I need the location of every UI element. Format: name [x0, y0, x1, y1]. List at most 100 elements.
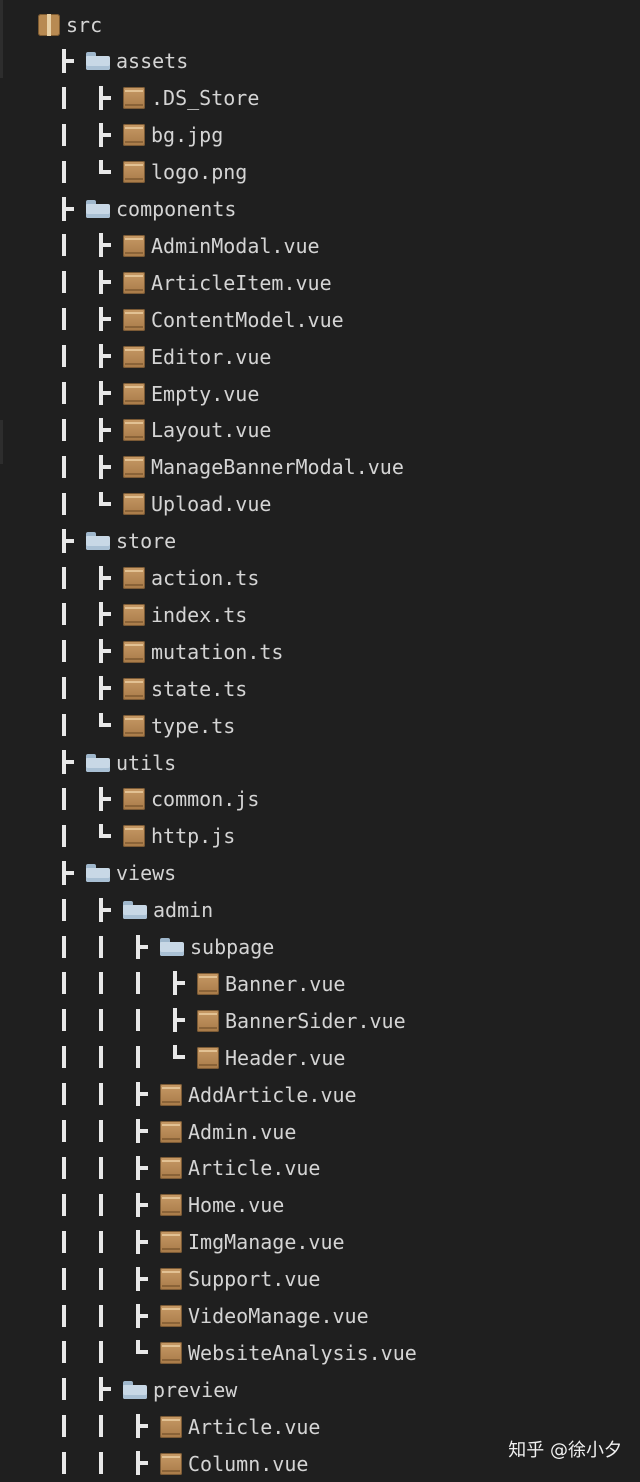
tree-guides — [0, 855, 86, 892]
tree-guide-line — [62, 1341, 66, 1364]
tree-file-row[interactable]: Home.vue — [0, 1187, 640, 1224]
folder-icon — [86, 52, 110, 71]
tree-item-label: Home.vue — [188, 1193, 285, 1218]
file-icon — [123, 161, 145, 184]
file-icon — [123, 677, 145, 700]
tree-guide-line — [62, 123, 66, 146]
tree-guide-line — [99, 972, 103, 995]
tree-guide-line — [62, 160, 66, 183]
tree-file-row[interactable]: bg.jpg — [0, 117, 640, 154]
tree-file-row[interactable]: AddArticle.vue — [0, 1076, 640, 1113]
tree-item-label: Column.vue — [188, 1451, 309, 1476]
tree-file-row[interactable]: ContentModel.vue — [0, 301, 640, 338]
tree-file-row[interactable]: Layout.vue — [0, 412, 640, 449]
tree-item-label: store — [116, 529, 177, 554]
tree-file-row[interactable]: .DS_Store — [0, 80, 640, 117]
tree-connector — [99, 391, 111, 395]
file-icon — [123, 456, 145, 479]
tree-file-row[interactable]: Admin.vue — [0, 1113, 640, 1150]
tree-connector — [62, 206, 74, 211]
file-icon — [123, 308, 145, 331]
tree-file-row[interactable]: ImgManage.vue — [0, 1224, 640, 1261]
tree-file-row[interactable]: AdminModal.vue — [0, 227, 640, 264]
tree-guides — [0, 301, 123, 338]
tree-item-label: Article.vue — [188, 1414, 321, 1439]
tree-item-label: components — [116, 197, 237, 221]
tree-guide-line — [62, 1193, 66, 1216]
tree-file-row[interactable]: Header.vue — [0, 1039, 640, 1076]
tree-file-row[interactable]: http.js — [0, 818, 640, 855]
tree-file-row[interactable]: VideoManage.vue — [0, 1298, 640, 1335]
tree-connector — [99, 427, 111, 432]
tree-item-label: type.ts — [151, 713, 236, 738]
tree-guide-line — [62, 1415, 66, 1438]
tree-file-row[interactable]: Upload.vue — [0, 486, 640, 523]
file-icon — [160, 1231, 182, 1254]
tree-guide-line — [62, 1046, 66, 1069]
tree-folder-row[interactable]: admin — [0, 892, 640, 929]
tree-file-row[interactable]: Editor.vue — [0, 338, 640, 375]
tree-folder-row[interactable]: src — [0, 6, 640, 43]
tree-connector — [136, 944, 148, 949]
tree-file-row[interactable]: Article.vue — [0, 1150, 640, 1187]
tree-connector — [136, 1129, 148, 1133]
tree-guide-line — [62, 603, 66, 626]
tree-guides — [0, 117, 123, 154]
tree-guide-line — [62, 455, 66, 478]
tree-file-row[interactable]: common.js — [0, 781, 640, 818]
tree-item-label: ContentModel.vue — [151, 307, 344, 332]
tree-guides — [0, 1261, 160, 1298]
tree-file-row[interactable]: ArticleItem.vue — [0, 264, 640, 301]
tree-file-row[interactable]: Empty.vue — [0, 375, 640, 412]
tree-connector — [136, 1276, 148, 1281]
tree-connector — [99, 796, 111, 801]
tree-file-row[interactable]: state.ts — [0, 670, 640, 707]
tree-guides — [0, 6, 38, 43]
tree-item-label: admin — [153, 898, 214, 923]
file-icon — [123, 603, 145, 626]
file-icon — [197, 1046, 219, 1069]
tree-item-label: assets — [116, 49, 189, 74]
tree-file-row[interactable]: Article.vue — [0, 1408, 640, 1445]
tree-folder-row[interactable]: subpage — [0, 929, 640, 966]
tree-file-row[interactable]: BannerSider.vue — [0, 1002, 640, 1039]
tree-item-label: Editor.vue — [151, 344, 272, 369]
tree-file-row[interactable]: mutation.ts — [0, 633, 640, 670]
tree-folder-row[interactable]: utils — [0, 744, 640, 781]
tree-guides — [0, 560, 123, 597]
file-icon — [160, 1341, 182, 1364]
tree-file-row[interactable]: type.ts — [0, 707, 640, 744]
tree-connector — [99, 280, 111, 285]
tree-file-row[interactable]: ManageBannerModal.vue — [0, 449, 640, 486]
file-icon — [123, 825, 145, 848]
tree-folder-row[interactable]: assets — [0, 43, 640, 80]
file-icon — [160, 1120, 182, 1143]
tree-connector — [136, 1092, 148, 1097]
tree-folder-row[interactable]: views — [0, 855, 640, 892]
tree-guides — [0, 744, 86, 781]
file-icon — [160, 1083, 182, 1106]
tree-folder-row[interactable]: preview — [0, 1371, 640, 1408]
tree-file-row[interactable]: index.ts — [0, 596, 640, 633]
tree-connector — [99, 823, 103, 837]
tree-file-row[interactable]: Support.vue — [0, 1261, 640, 1298]
file-icon — [160, 1194, 182, 1217]
tree-file-row[interactable]: action.ts — [0, 560, 640, 597]
tree-file-row[interactable]: Column.vue — [0, 1445, 640, 1482]
tree-guide-line — [99, 1415, 103, 1438]
tree-folder-row[interactable]: components — [0, 191, 640, 228]
tree-item-label: http.js — [151, 824, 236, 849]
tree-guides — [0, 818, 123, 855]
file-icon — [123, 124, 145, 147]
tree-connector — [136, 1202, 148, 1207]
tree-guide-line — [136, 1009, 140, 1032]
tree-folder-row[interactable]: store — [0, 523, 640, 560]
tree-connector — [99, 169, 111, 174]
tree-item-label: preview — [153, 1377, 238, 1402]
tree-file-row[interactable]: Banner.vue — [0, 965, 640, 1002]
tree-file-row[interactable]: logo.png — [0, 154, 640, 191]
tree-item-label: ImgManage.vue — [188, 1230, 345, 1255]
tree-file-row[interactable]: WebsiteAnalysis.vue — [0, 1334, 640, 1371]
tree-connector — [99, 833, 111, 838]
tree-item-label: action.ts — [151, 566, 260, 590]
